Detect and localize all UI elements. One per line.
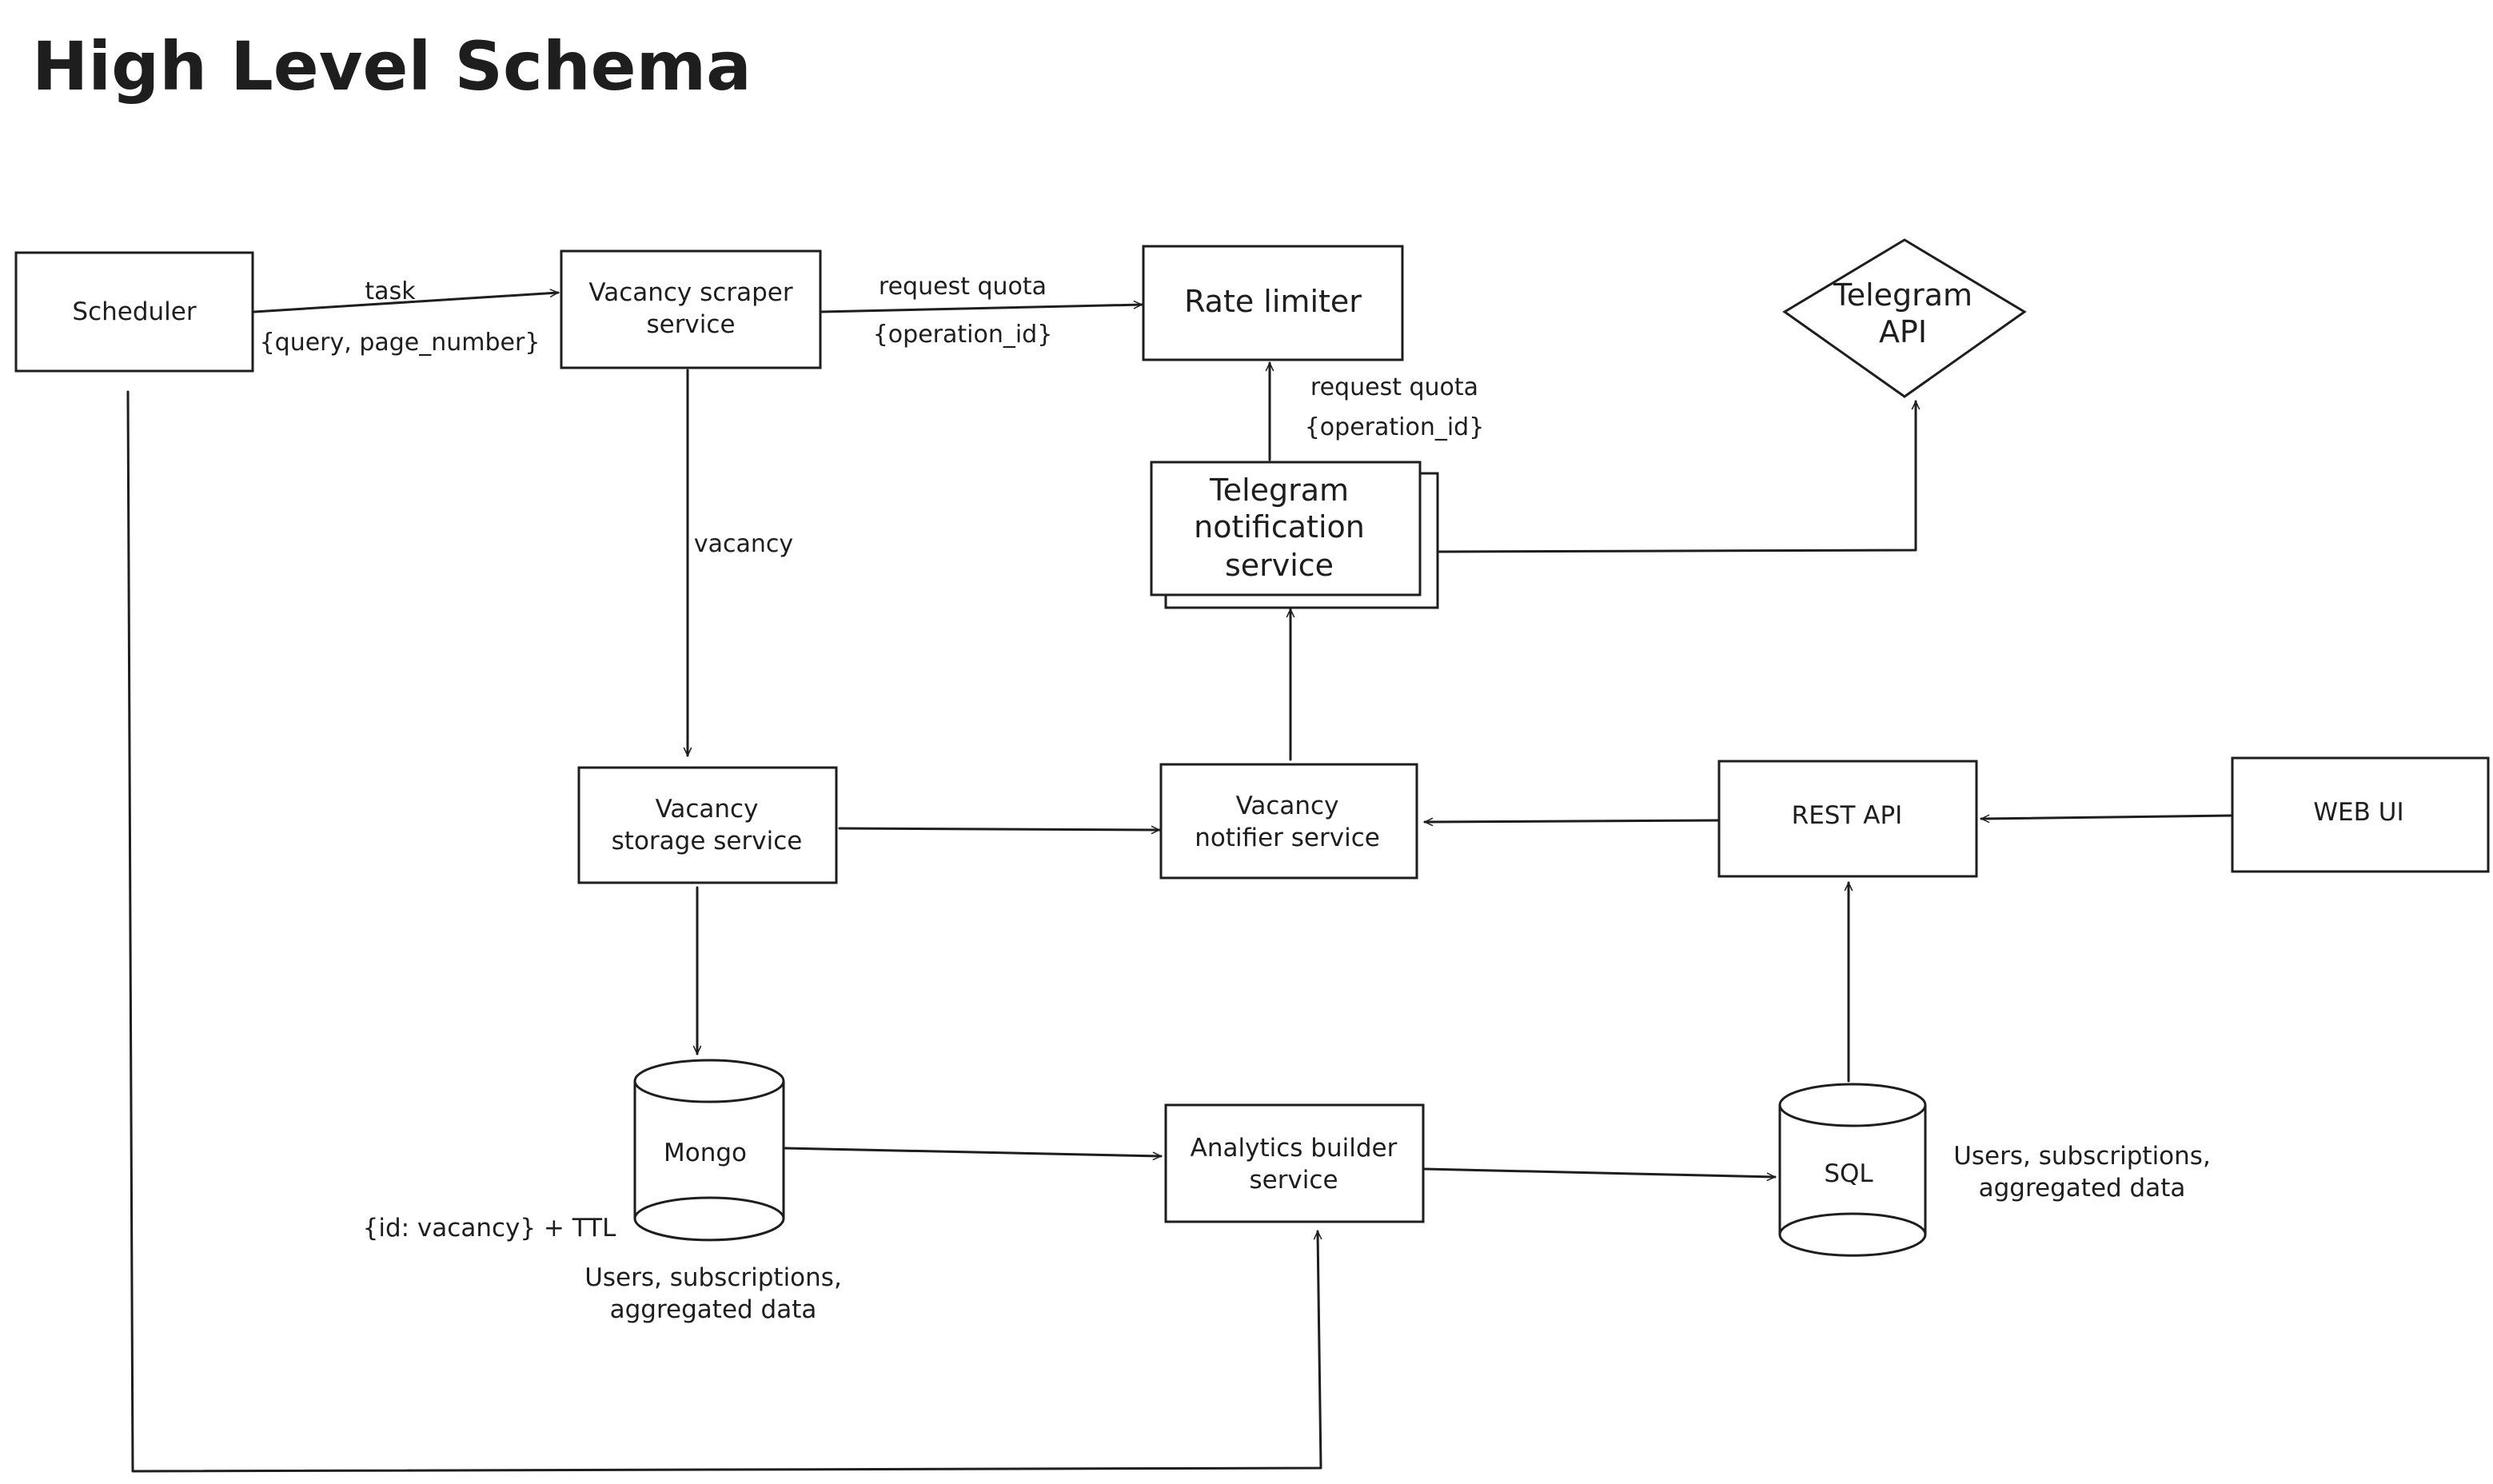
node-vacancy-storage-label-line-2: storage service xyxy=(612,827,803,856)
edge-label-request-quota-telegram: request quota xyxy=(1310,373,1478,401)
note-sql-data-line-1: Users, subscriptions, xyxy=(1953,1142,2211,1171)
edge-rest-api-to-notifier xyxy=(1423,817,1721,827)
edge-label-request-quota-scraper: request quota xyxy=(879,273,1047,301)
note-mongo-key: {id: vacancy} + TTL xyxy=(363,1214,616,1243)
node-vacancy-scraper-service[interactable]: Vacancy scraper service xyxy=(560,249,822,369)
edge-analytics-to-sql xyxy=(1423,1167,1777,1182)
edge-label-task-payload: {query, page_number} xyxy=(260,329,540,357)
edge-storage-to-notifier xyxy=(838,825,1161,835)
node-rest-api-label: REST API xyxy=(1792,801,1903,830)
edge-scheduler-to-analytics xyxy=(126,390,1322,1473)
node-telegram-api-label-line-1: Telegram xyxy=(1833,277,1972,313)
node-vacancy-scraper-label-line-2: service xyxy=(646,310,735,339)
node-sql-label: SQL xyxy=(1824,1159,1873,1188)
node-rate-limiter[interactable]: Rate limiter xyxy=(1142,245,1404,361)
node-telegram-api-label-line-2: API xyxy=(1879,314,1927,349)
note-mongo-data-line-2: aggregated data xyxy=(610,1295,817,1324)
node-telegram-notification-service[interactable]: Telegram notification service xyxy=(1150,461,1439,609)
node-vacancy-notifier-service[interactable]: Vacancy notifier service xyxy=(1159,763,1418,880)
node-vacancy-scraper-label-line-1: Vacancy scraper xyxy=(588,278,792,307)
node-vacancy-storage-service[interactable]: Vacancy storage service xyxy=(577,766,838,884)
node-analytics-builder-service[interactable]: Analytics builder service xyxy=(1164,1103,1425,1223)
edge-scraper-to-rate-limiter xyxy=(819,300,1143,313)
edge-telegram-notification-to-telegram-api xyxy=(1438,400,1921,553)
node-vacancy-notifier-label-line-1: Vacancy xyxy=(1236,792,1339,820)
note-mongo-data-line-1: Users, subscriptions, xyxy=(584,1263,842,1292)
node-vacancy-storage-label-line-1: Vacancy xyxy=(656,795,759,824)
node-vacancy-notifier-label-line-2: notifier service xyxy=(1195,824,1380,852)
node-scheduler[interactable]: Scheduler xyxy=(14,251,254,373)
notes: {id: vacancy} + TTL Users, subscriptions… xyxy=(363,1142,2211,1324)
node-mongo[interactable]: Mongo xyxy=(633,1059,785,1242)
node-web-ui[interactable]: WEB UI xyxy=(2231,756,2490,873)
edge-label-vacancy: vacancy xyxy=(694,530,793,558)
edge-mongo-to-analytics xyxy=(784,1147,1163,1161)
edge-label-operation-id-telegram: {operation_id} xyxy=(1305,413,1485,441)
edges xyxy=(126,289,2232,1473)
node-rest-api[interactable]: REST API xyxy=(1717,760,1978,878)
edge-scheduler-to-scraper xyxy=(253,289,560,313)
node-web-ui-label: WEB UI xyxy=(2313,798,2403,827)
node-telegram-notification-label-line-1: Telegram xyxy=(1209,473,1349,508)
node-telegram-api[interactable]: Telegram API xyxy=(1782,238,2027,398)
node-scheduler-label: Scheduler xyxy=(72,297,196,326)
node-analytics-builder-label-line-1: Analytics builder xyxy=(1191,1134,1398,1163)
edge-labels: task {query, page_number} request quota … xyxy=(260,273,1485,558)
node-sql[interactable]: SQL xyxy=(1778,1083,1927,1257)
edge-label-operation-id-scraper: {operation_id} xyxy=(873,321,1053,349)
note-sql-data-line-2: aggregated data xyxy=(1979,1174,2186,1203)
edge-label-task: task xyxy=(365,277,416,305)
node-telegram-notification-label-line-2: notification xyxy=(1194,509,1365,545)
node-telegram-notification-label-line-3: service xyxy=(1225,548,1334,583)
edge-web-ui-to-rest-api xyxy=(1980,814,2232,824)
node-analytics-builder-label-line-2: service xyxy=(1249,1166,1338,1195)
node-rate-limiter-label: Rate limiter xyxy=(1184,284,1362,319)
node-mongo-label: Mongo xyxy=(664,1139,747,1167)
diagram-title: High Level Schema xyxy=(32,27,752,106)
